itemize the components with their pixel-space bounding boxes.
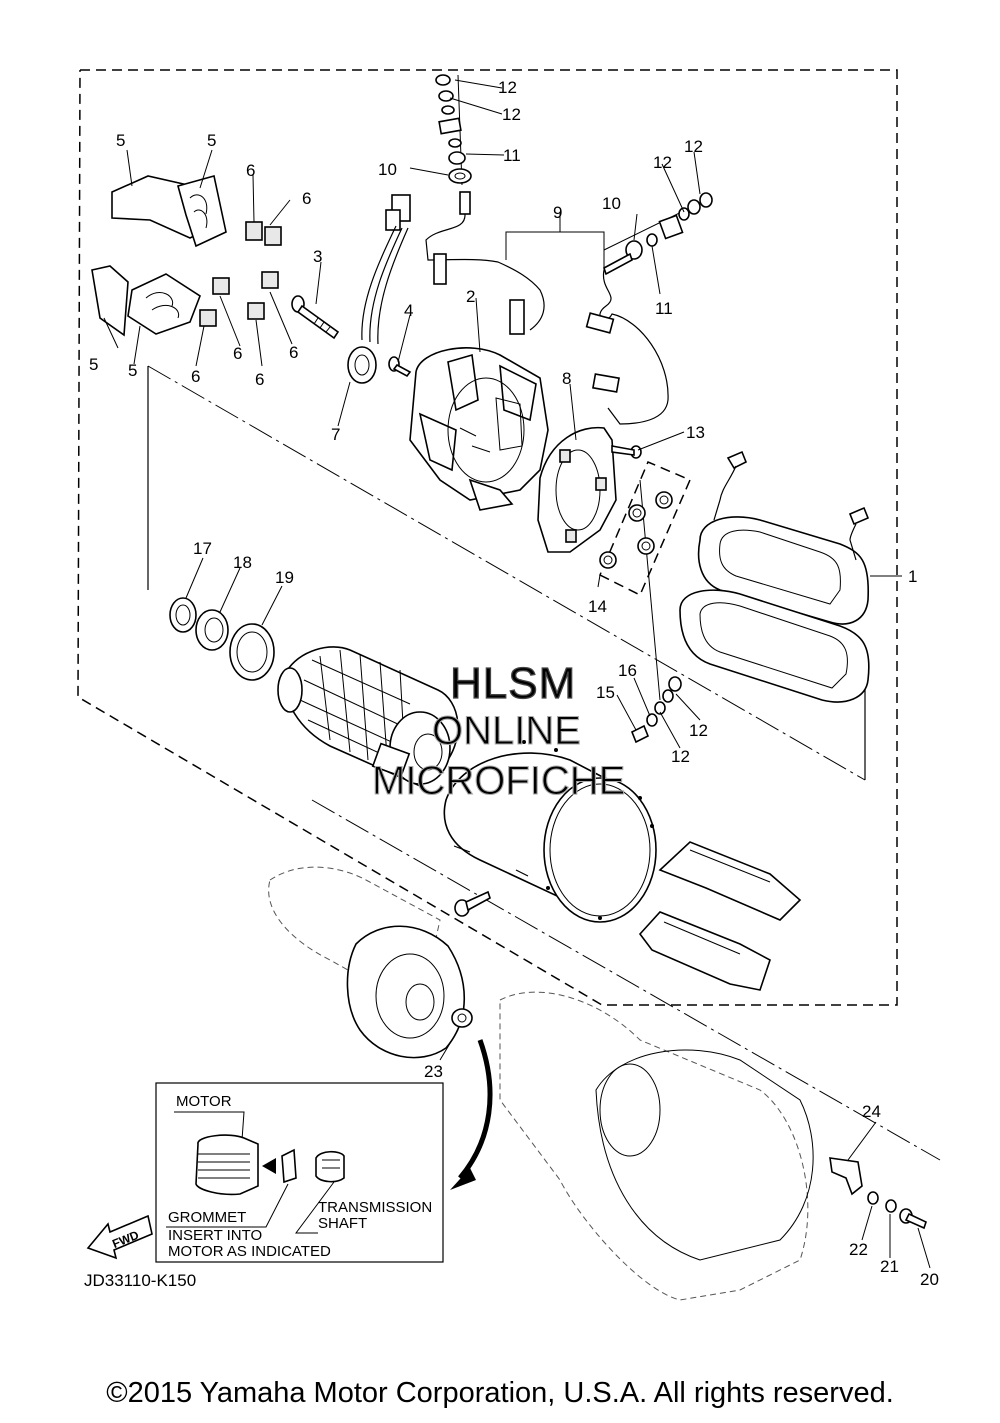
callout-1: 1 <box>908 567 917 586</box>
callout-3: 3 <box>313 247 322 266</box>
terminal-nuts <box>630 676 682 744</box>
svg-text:MICROFICHE: MICROFICHE <box>372 759 625 803</box>
inset-transmission-label-1: TRANSMISSION <box>318 1199 432 1216</box>
inset-insert-label-2: MOTOR AS INDICATED <box>168 1243 331 1260</box>
brush-plate <box>537 426 617 553</box>
fwd-arrow-icon: FWD <box>86 1214 153 1260</box>
callout-2: 2 <box>466 287 475 306</box>
callout-leaders <box>103 79 931 1269</box>
terminal-hardware-upper <box>435 74 472 184</box>
field-coil-lead <box>425 191 669 425</box>
callout-12f: 12 <box>671 747 690 766</box>
callout-7: 7 <box>331 425 340 444</box>
callout-labels: 1 2 3 4 5 5 5 5 6 6 6 6 6 6 7 8 9 10 10 … <box>89 78 939 1289</box>
inset-insert-label-1: INSERT INTO <box>168 1227 262 1244</box>
motor-yoke <box>443 740 657 923</box>
callout-16: 16 <box>618 661 637 680</box>
callout-6b: 6 <box>302 189 311 208</box>
callout-18: 18 <box>233 553 252 572</box>
callout-22: 22 <box>849 1240 868 1259</box>
callout-5d: 5 <box>128 361 137 380</box>
diagram-code: JD33110-K150 <box>84 1271 196 1290</box>
callout-5c: 5 <box>89 355 98 374</box>
brush-holder-housing <box>409 347 549 511</box>
inset-transmission-label-2: SHAFT <box>318 1215 367 1232</box>
copyright-notice: ©2015 Yamaha Motor Corporation, U.S.A. A… <box>106 1377 894 1409</box>
callout-19: 19 <box>275 568 294 587</box>
callout-6f: 6 <box>255 370 264 389</box>
field-coil-assembly <box>679 450 870 703</box>
screw <box>388 356 412 378</box>
inset-grommet-label: GROMMET <box>168 1209 246 1226</box>
watermark: HLSM ONLINE MICROFICHE <box>371 658 625 803</box>
callout-12c: 12 <box>653 153 672 172</box>
assembly-boundary <box>77 69 898 1006</box>
brush-set <box>199 221 282 327</box>
brush-cover-lower <box>91 265 201 337</box>
callout-12d: 12 <box>684 137 703 156</box>
callout-5a: 5 <box>116 131 125 150</box>
lead-wire-harness <box>347 194 411 384</box>
mounting-housing-outline <box>268 866 814 1301</box>
callout-10b: 10 <box>602 194 621 213</box>
callout-6e: 6 <box>191 367 200 386</box>
callout-5b: 5 <box>207 131 216 150</box>
callout-12b: 12 <box>502 105 521 124</box>
callout-12a: 12 <box>498 78 517 97</box>
lock-washer <box>885 1199 897 1213</box>
callout-6a: 6 <box>246 161 255 180</box>
callout-15: 15 <box>596 683 615 702</box>
callout-6d: 6 <box>289 343 298 362</box>
oil-seal <box>169 597 197 633</box>
washer <box>867 1191 879 1205</box>
svg-text:ONLINE: ONLINE <box>432 709 581 753</box>
callout-23: 23 <box>424 1062 443 1081</box>
ground-bracket <box>829 1157 863 1196</box>
through-bolt <box>291 295 340 340</box>
grommet <box>451 1008 473 1028</box>
armature <box>277 646 459 787</box>
callout-13: 13 <box>686 423 705 442</box>
bracket-bolt <box>899 1208 927 1230</box>
yoke-bolt <box>454 890 491 917</box>
callout-9: 9 <box>553 203 562 222</box>
bearing <box>195 609 229 651</box>
callout-12e: 12 <box>689 721 708 740</box>
plate-screw <box>611 445 642 459</box>
callout-11b: 11 <box>655 299 673 318</box>
callout-6c: 6 <box>233 344 242 363</box>
callout-21: 21 <box>880 1257 899 1276</box>
inset-arrow <box>450 1039 493 1190</box>
callout-24: 24 <box>862 1102 881 1121</box>
callout-4: 4 <box>404 301 413 320</box>
brush-spring-set <box>599 461 691 597</box>
callout-20: 20 <box>920 1270 939 1289</box>
callout-17: 17 <box>193 539 212 558</box>
callout-14: 14 <box>588 597 607 616</box>
svg-text:HLSM: HLSM <box>450 659 576 708</box>
magnet-brackets <box>638 841 802 991</box>
callout-8: 8 <box>562 369 571 388</box>
brush-cover-upper <box>111 175 227 248</box>
terminal-hardware-right <box>603 192 713 276</box>
assembly-axis-lines <box>147 74 941 1161</box>
gasket <box>229 623 275 681</box>
callout-11a: 11 <box>503 146 521 165</box>
installation-inset: MOTOR GROMMET INSERT INTO MOTOR AS INDIC… <box>155 1082 444 1263</box>
inset-motor-label: MOTOR <box>176 1093 232 1110</box>
callout-10a: 10 <box>378 160 397 179</box>
